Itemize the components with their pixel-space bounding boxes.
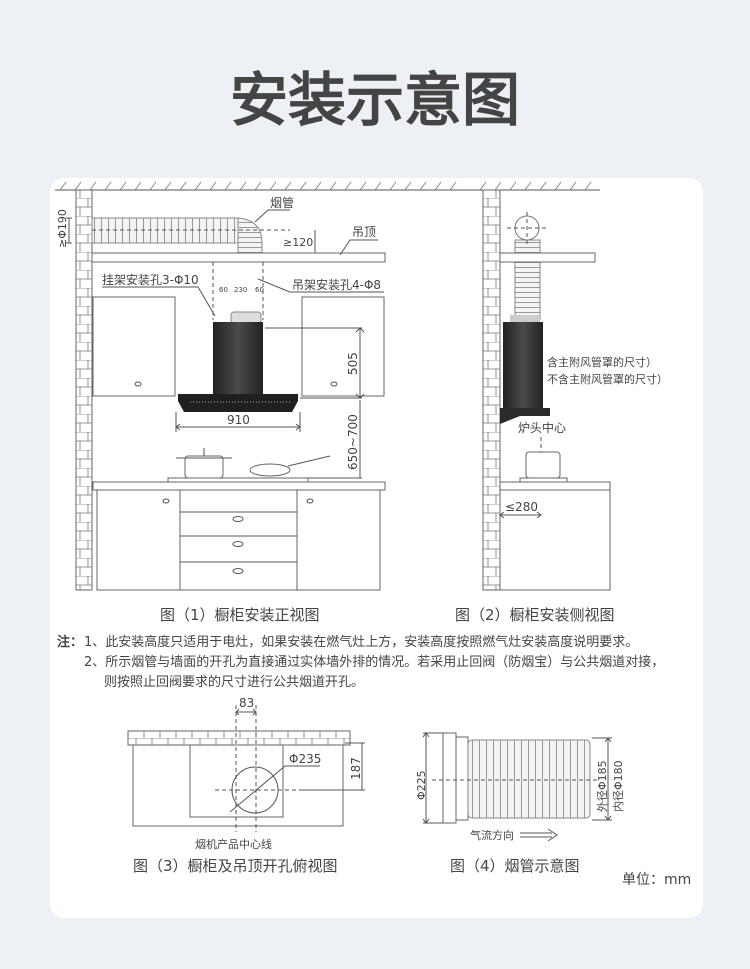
hole-diameter-label: Φ235 — [289, 752, 321, 766]
base-cabinet-drawers — [179, 489, 298, 591]
duct-flange — [442, 732, 457, 824]
duct-label: 烟管 — [270, 195, 294, 210]
width-910-label: 910 — [227, 413, 250, 427]
spacing-right: 60 — [255, 286, 264, 294]
height-505-label: 505 — [346, 352, 360, 375]
note-with-cover: 含主附风管罩的尺寸） — [547, 355, 657, 369]
burner-center-label: 炉头中心 — [518, 420, 566, 435]
spacing-left: 60 — [219, 286, 228, 294]
figure-1-caption: 图（1）橱柜安装正视图 — [160, 606, 320, 624]
notes-prefix: 注： — [57, 634, 83, 650]
figure-1-front-view: ≥Φ190 烟管 ≥120 吊顶 挂架安装孔3-Φ10 吊架安装孔4-Φ8 60… — [55, 181, 470, 624]
range-hood-chimney — [213, 322, 263, 396]
outer-diameter-label: 外径Φ185 — [596, 760, 609, 812]
figure-2-caption: 图（2）橱柜安装侧视图 — [455, 606, 615, 624]
upper-cabinet-left — [92, 296, 176, 397]
figure-2-side-view: 含主附风管罩的尺寸） 不含主附风管罩的尺寸） 炉头中心 ≤280 图（2）橱柜安… — [455, 181, 668, 624]
note-line-3: 则按照止回阀要求的尺寸进行公共烟道开孔。 — [104, 674, 364, 690]
figure-3-caption: 图（3）橱柜及吊顶开孔俯视图 — [133, 857, 338, 875]
offset-83-label: 83 — [239, 696, 254, 710]
ceiling-board — [499, 252, 596, 263]
wall — [482, 189, 501, 591]
unit-label: 单位：mm — [622, 872, 691, 888]
note-line-2: 2、所示烟管与墙面的开孔为直接通过实体墙外排的情况。若采用止回阀（防烟宝）与公共… — [84, 654, 664, 670]
spacing-middle: 230 — [234, 286, 247, 294]
wall — [75, 189, 93, 591]
range-hood-side — [503, 322, 543, 410]
duct-vertical — [514, 239, 541, 321]
depth-280-label: ≤280 — [505, 500, 538, 514]
inner-diameter-label: 内径Φ180 — [611, 760, 625, 812]
counter-side — [499, 481, 611, 491]
bracket-holes-label: 吊架安装孔4-Φ8 — [292, 277, 381, 292]
countertop — [92, 481, 386, 491]
airflow-arrow-icon — [520, 828, 558, 842]
installation-notes: 注： 1、此安装高度只适用于电灶，如果安装在燃气灶上方，安装高度按照燃气灶安装高… — [57, 634, 664, 690]
airflow-label: 气流方向 — [470, 828, 514, 842]
figure-3-top-view: 83 Φ235 187 烟机产品中心线 图（3）橱柜及吊顶开孔俯视图 — [127, 696, 365, 875]
figure-4-duct: Φ225 外径Φ185 内径Φ180 气流方向 图（4）烟管示意图 单位：mm — [415, 732, 691, 888]
flange-diameter-label: Φ225 — [415, 770, 428, 800]
gap-label: ≥120 — [283, 236, 313, 249]
ceiling-strip — [127, 730, 351, 746]
figure-4-caption: 图（4）烟管示意图 — [450, 857, 580, 875]
ceiling-label: 吊顶 — [352, 225, 376, 239]
hanger-holes-label: 挂架安装孔3-Φ10 — [102, 272, 199, 287]
note-without-cover: 不含主附风管罩的尺寸） — [547, 372, 668, 386]
height-650-700-label: 650~700 — [346, 414, 360, 470]
note-line-1: 1、此安装高度只适用于电灶，如果安装在燃气灶上方，安装高度按照燃气灶安装高度说明… — [84, 634, 638, 650]
base-cabinet-left — [96, 489, 181, 591]
center-line-label: 烟机产品中心线 — [195, 837, 272, 851]
duct-bellows — [467, 739, 591, 819]
base-cabinet-right — [296, 489, 381, 591]
upper-cabinet-right — [301, 296, 385, 397]
duct-diameter-label: ≥Φ190 — [56, 209, 69, 248]
depth-187-label: 187 — [349, 757, 363, 780]
ceiling-board — [91, 252, 386, 263]
page-title: 安装示意图 — [230, 66, 520, 134]
